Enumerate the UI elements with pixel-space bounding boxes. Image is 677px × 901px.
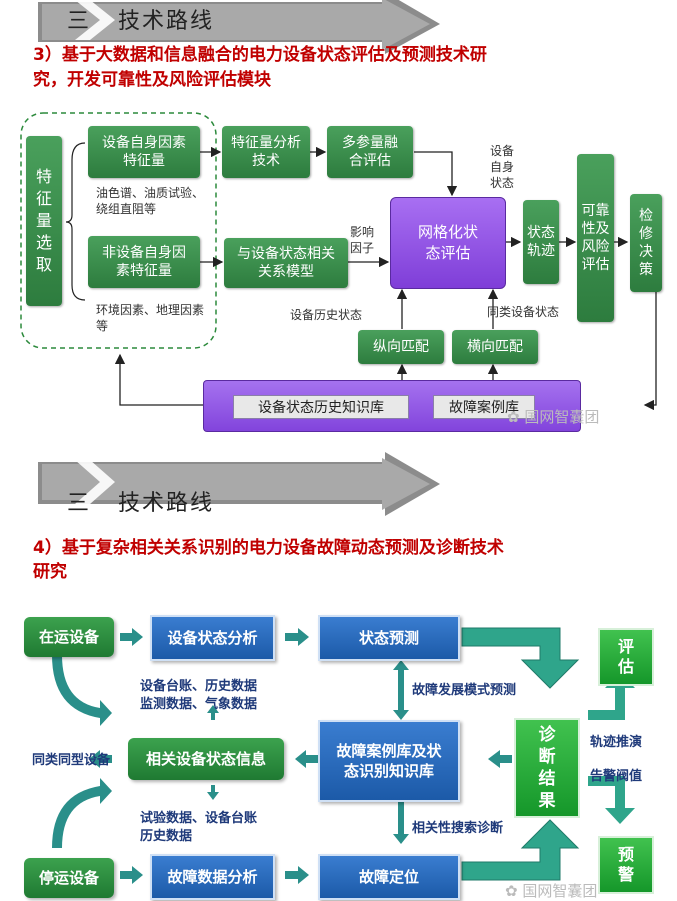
reliability-risk-box: 可靠性及风险评估: [577, 154, 614, 322]
state-prediction-box: 状态预测: [318, 615, 460, 661]
fault-case-kb-box: 故障案例库: [433, 395, 535, 419]
feature-select-box: 特征量选取: [26, 136, 62, 306]
horizontal-match-box: 横向匹配: [452, 330, 538, 364]
warning-box: 预警: [598, 836, 654, 894]
feature-analysis-box: 特征量分析技术: [222, 126, 310, 178]
fault-dev-pred-label: 故障发展模式预测: [412, 683, 517, 698]
fault-kb-box: 故障案例库及状态识别知识库: [318, 720, 460, 802]
watermark-4: ✿ 国网智囊团: [505, 882, 598, 900]
evaluate-box: 评估: [598, 628, 654, 686]
diagnosis-result-box: 诊断结果: [514, 718, 580, 818]
section3-connectors: [20, 0, 657, 411]
device-self-state-label: 设备自身状态: [490, 144, 515, 190]
section4-subtitle-line1: 4）基于复杂相关关系识别的电力设备故障动态预测及诊断技术: [33, 538, 504, 558]
section4-banner-title: 技术路线: [118, 491, 215, 516]
data-note2-line2: 历史数据: [140, 829, 193, 844]
alarm-threshold-label: 告警阀值: [590, 769, 643, 784]
data-note2-line1: 试验数据、设备台账: [140, 811, 258, 826]
related-info-box: 相关设备状态信息: [128, 738, 284, 780]
section4-connectors: [38, 452, 635, 884]
section3-banner-number: 三: [67, 9, 92, 34]
maintenance-decision-box: 检修决策: [630, 194, 662, 292]
history-state-label: 设备历史状态: [290, 308, 363, 322]
section3-subtitle-line2: 究，开发可靠性及风险评估模块: [33, 70, 271, 90]
nonself-factor-note: 环境因素、地理因素等: [96, 303, 205, 333]
section4-banner-number: 三: [67, 491, 92, 516]
section3-subtitle-line1: 3）基于大数据和信息融合的电力设备状态评估及预测技术研: [33, 45, 487, 65]
section3-banner-title: 技术路线: [118, 9, 215, 34]
section4-subtitle-line2: 研究: [33, 562, 67, 582]
fault-locate-box: 故障定位: [318, 854, 460, 900]
influence-factor-label: 影响因子: [350, 225, 375, 255]
grid-state-eval-box: 网格化状态评估: [390, 197, 506, 289]
same-class-state-label: 同类设备状态: [487, 305, 560, 319]
feature-group-outline: [20, 112, 217, 349]
data-note1-line1: 设备台账、历史数据: [140, 679, 258, 694]
fault-data-analysis-box: 故障数据分析: [150, 854, 275, 900]
watermark-3: ✿ 国网智囊团: [507, 408, 600, 426]
nonself-factor-box: 非设备自身因素特征量: [88, 236, 200, 288]
running-device-box: 在运设备: [24, 617, 114, 657]
same-type-label: 同类同型设备: [32, 753, 111, 768]
corr-search-label: 相关性搜索诊断: [412, 821, 504, 836]
trajectory-derive-label: 轨迹推演: [590, 735, 643, 750]
state-trajectory-box: 状态轨迹: [523, 200, 559, 284]
wechat-icon: ✿: [507, 408, 520, 426]
multi-param-fusion-box: 多参量融合评估: [327, 126, 413, 178]
wechat-icon-2: ✿: [505, 882, 518, 900]
self-factor-box: 设备自身因素特征量: [88, 126, 200, 178]
state-analysis-box: 设备状态分析: [150, 615, 275, 661]
history-kb-box: 设备状态历史知识库: [233, 395, 409, 419]
data-note1-line2: 监测数据、气象数据: [140, 697, 258, 712]
stopped-device-box: 停运设备: [24, 858, 114, 898]
correlation-model-box: 与设备状态相关关系模型: [224, 238, 348, 288]
vertical-match-box: 纵向匹配: [358, 330, 444, 364]
self-factor-note: 油色谱、油质试验、绕组直阻等: [96, 186, 205, 216]
